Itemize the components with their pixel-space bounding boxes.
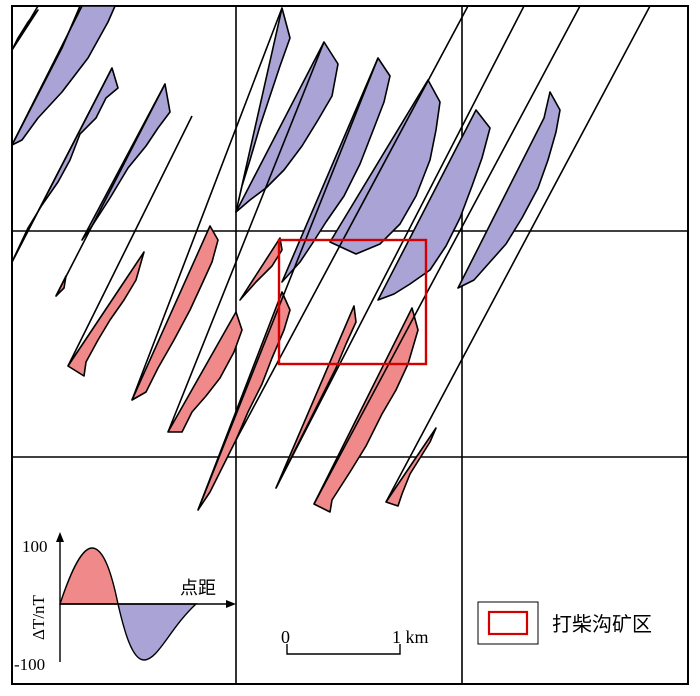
inset-y-min-label: -100 [14, 655, 45, 674]
negative-anomaly-10 [457, 91, 561, 289]
profile-line-4 [55, 83, 166, 297]
profile-line-11 [313, 6, 581, 505]
profile-line-3 [12, 67, 113, 263]
negative-anomaly-7 [281, 57, 391, 283]
legend: 打柴沟矿区 [477, 601, 652, 645]
scale-start-label: 0 [281, 627, 290, 647]
profile-line-6 [131, 7, 283, 401]
positive-anomaly-5 [197, 291, 291, 511]
negative-anomaly-5 [235, 7, 291, 213]
negative-anomaly-8 [329, 79, 441, 255]
positive-anomaly-4 [167, 311, 243, 433]
negative-anomalies [12, 6, 561, 301]
profile-line-5 [67, 115, 193, 367]
positive-anomaly-2 [67, 251, 145, 377]
profile-line-9 [235, 6, 469, 441]
map-frame [11, 5, 689, 685]
profile-line-2 [12, 6, 83, 146]
profiles [12, 6, 651, 513]
inset-x-axis-label: 点距 [180, 578, 216, 599]
profile-line-10 [275, 6, 525, 489]
inset-schematic: 100 -100 ΔT/nT 点距 [14, 532, 236, 674]
mine-area-box [277, 238, 428, 366]
scale-end-label: 1 km [392, 627, 429, 647]
profile-line-7 [167, 41, 325, 433]
positive-anomalies [55, 225, 437, 513]
inset-x-arrow [226, 600, 236, 608]
scale-bar: 0 1 km [281, 627, 429, 655]
positive-anomaly-9 [385, 427, 437, 507]
negative-anomaly-9 [377, 109, 491, 301]
inset-y-max-label: 100 [22, 537, 48, 556]
negative-anomaly-6 [235, 41, 339, 213]
profile-lines [12, 6, 651, 511]
profile-line-8 [197, 57, 379, 511]
profile-line-12 [385, 6, 651, 503]
legend-swatch [487, 610, 529, 636]
legend-swatch-frame [477, 601, 539, 645]
inset-y-axis-label: ΔT/nT [29, 594, 48, 640]
legend-label: 打柴沟矿区 [552, 612, 652, 636]
profile-line-1 [12, 6, 39, 51]
inset-positive-lobe [59, 547, 119, 605]
scale-bar-line [286, 644, 401, 655]
inset-y-arrow [56, 532, 64, 542]
inset-negative-lobe [117, 603, 198, 661]
positive-anomaly-3 [131, 225, 219, 401]
positive-anomaly-6 [239, 237, 283, 301]
